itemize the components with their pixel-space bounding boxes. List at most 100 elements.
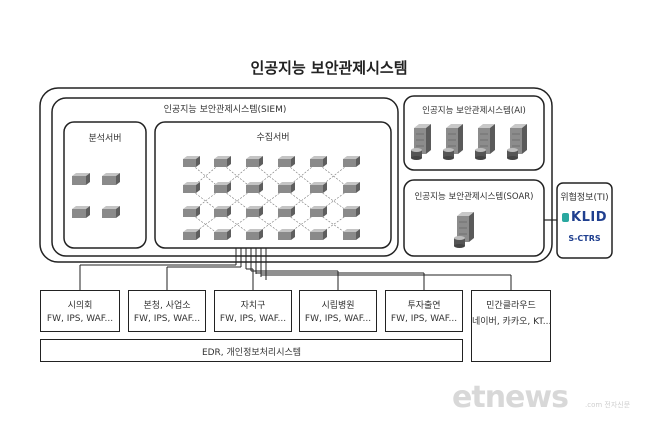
server-icon xyxy=(278,206,295,217)
server-icon xyxy=(72,173,90,185)
server-front xyxy=(343,232,356,240)
server-side xyxy=(291,156,295,167)
server-side xyxy=(196,229,200,240)
server-front xyxy=(343,159,356,167)
server-front xyxy=(246,209,259,217)
server-top xyxy=(343,156,360,159)
tower-top xyxy=(510,124,527,128)
branch-name: 시립병원 xyxy=(321,301,355,311)
soar-label: 인공지능 보안관제시스템(SOAR) xyxy=(414,192,534,202)
server-front xyxy=(214,159,227,167)
disk-top xyxy=(443,148,454,152)
server-side xyxy=(259,182,263,193)
server-front xyxy=(278,185,291,193)
server-front xyxy=(246,159,259,167)
server-icon xyxy=(214,229,231,240)
server-top xyxy=(246,229,263,232)
server-icon xyxy=(183,206,200,217)
branch-box-hospital: 시립병원 FW, IPS, WAF... xyxy=(299,290,377,332)
server-front xyxy=(183,209,196,217)
branch-box-headquarters: 본청, 사업소 FW, IPS, WAF... xyxy=(128,290,206,332)
server-icon xyxy=(310,156,327,167)
collector-mesh xyxy=(189,162,351,237)
server-icon xyxy=(214,156,231,167)
server-side xyxy=(323,229,327,240)
server-front xyxy=(246,232,259,240)
server-icon xyxy=(278,156,295,167)
server-top xyxy=(102,206,120,209)
branch-name: 투자출연 xyxy=(407,301,441,311)
disk-bottom xyxy=(475,156,486,160)
siem-label: 인공지능 보안관제시스템(SIEM) xyxy=(163,105,287,115)
siem-container xyxy=(51,97,399,257)
server-icon xyxy=(102,173,120,185)
klid-logo: KLID xyxy=(557,206,612,225)
server-front xyxy=(214,232,227,240)
server-top xyxy=(310,182,327,185)
branch-name: 본청, 사업소 xyxy=(143,301,191,311)
tower-side xyxy=(458,124,463,154)
server-icon xyxy=(246,229,263,240)
server-front xyxy=(343,209,356,217)
disk-bottom xyxy=(507,156,518,160)
server-top xyxy=(183,206,200,209)
server-side xyxy=(86,173,90,185)
server-front xyxy=(72,176,86,185)
disk-bottom xyxy=(443,156,454,160)
server-icon xyxy=(310,206,327,217)
server-front xyxy=(310,232,323,240)
server-side xyxy=(227,229,231,240)
server-icon xyxy=(214,182,231,193)
branch-items: FW, IPS, WAF... xyxy=(46,314,114,324)
server-side xyxy=(196,156,200,167)
branch-box-council: 시의회 FW, IPS, WAF... xyxy=(40,290,120,332)
server-icons xyxy=(72,124,527,248)
server-tower-icon xyxy=(411,124,431,160)
server-side xyxy=(116,206,120,218)
server-top xyxy=(278,229,295,232)
server-side xyxy=(259,229,263,240)
server-top xyxy=(214,156,231,159)
tower-side xyxy=(490,124,495,154)
server-side xyxy=(259,156,263,167)
server-side xyxy=(323,156,327,167)
server-top xyxy=(214,206,231,209)
server-icon xyxy=(310,182,327,193)
branch-items: FW, IPS, WAF... xyxy=(219,314,287,324)
server-front xyxy=(214,185,227,193)
server-side xyxy=(86,206,90,218)
server-icon xyxy=(278,182,295,193)
server-icon xyxy=(102,206,120,218)
server-side xyxy=(291,206,295,217)
server-icon xyxy=(183,229,200,240)
server-front xyxy=(183,232,196,240)
server-top xyxy=(278,156,295,159)
server-front xyxy=(102,176,116,185)
collect-server-label: 수집서버 xyxy=(256,133,290,143)
diagram-title: 인공지능 보안관제시스템 xyxy=(250,59,408,77)
server-side xyxy=(323,206,327,217)
edr-label: EDR, 개인정보처리시스템 xyxy=(201,348,302,358)
server-side xyxy=(291,229,295,240)
server-front xyxy=(183,159,196,167)
analysis-server-box xyxy=(63,121,147,249)
disk-top xyxy=(475,148,486,152)
server-tower-icon xyxy=(443,124,463,160)
server-side xyxy=(323,182,327,193)
server-side xyxy=(227,182,231,193)
branch-box-investment: 투자출연 FW, IPS, WAF... xyxy=(385,290,463,332)
server-top xyxy=(214,229,231,232)
collect-server-box xyxy=(154,121,392,249)
server-top xyxy=(343,206,360,209)
cloud-name: 민간클라우드 xyxy=(486,301,536,311)
server-icon xyxy=(246,156,263,167)
server-icon xyxy=(343,229,360,240)
server-side xyxy=(356,156,360,167)
server-tower-icon xyxy=(507,124,527,160)
server-top xyxy=(246,206,263,209)
ai-box xyxy=(403,95,545,171)
server-top xyxy=(310,229,327,232)
server-front xyxy=(310,185,323,193)
server-icon xyxy=(343,156,360,167)
edr-box: EDR, 개인정보처리시스템 xyxy=(40,339,463,362)
